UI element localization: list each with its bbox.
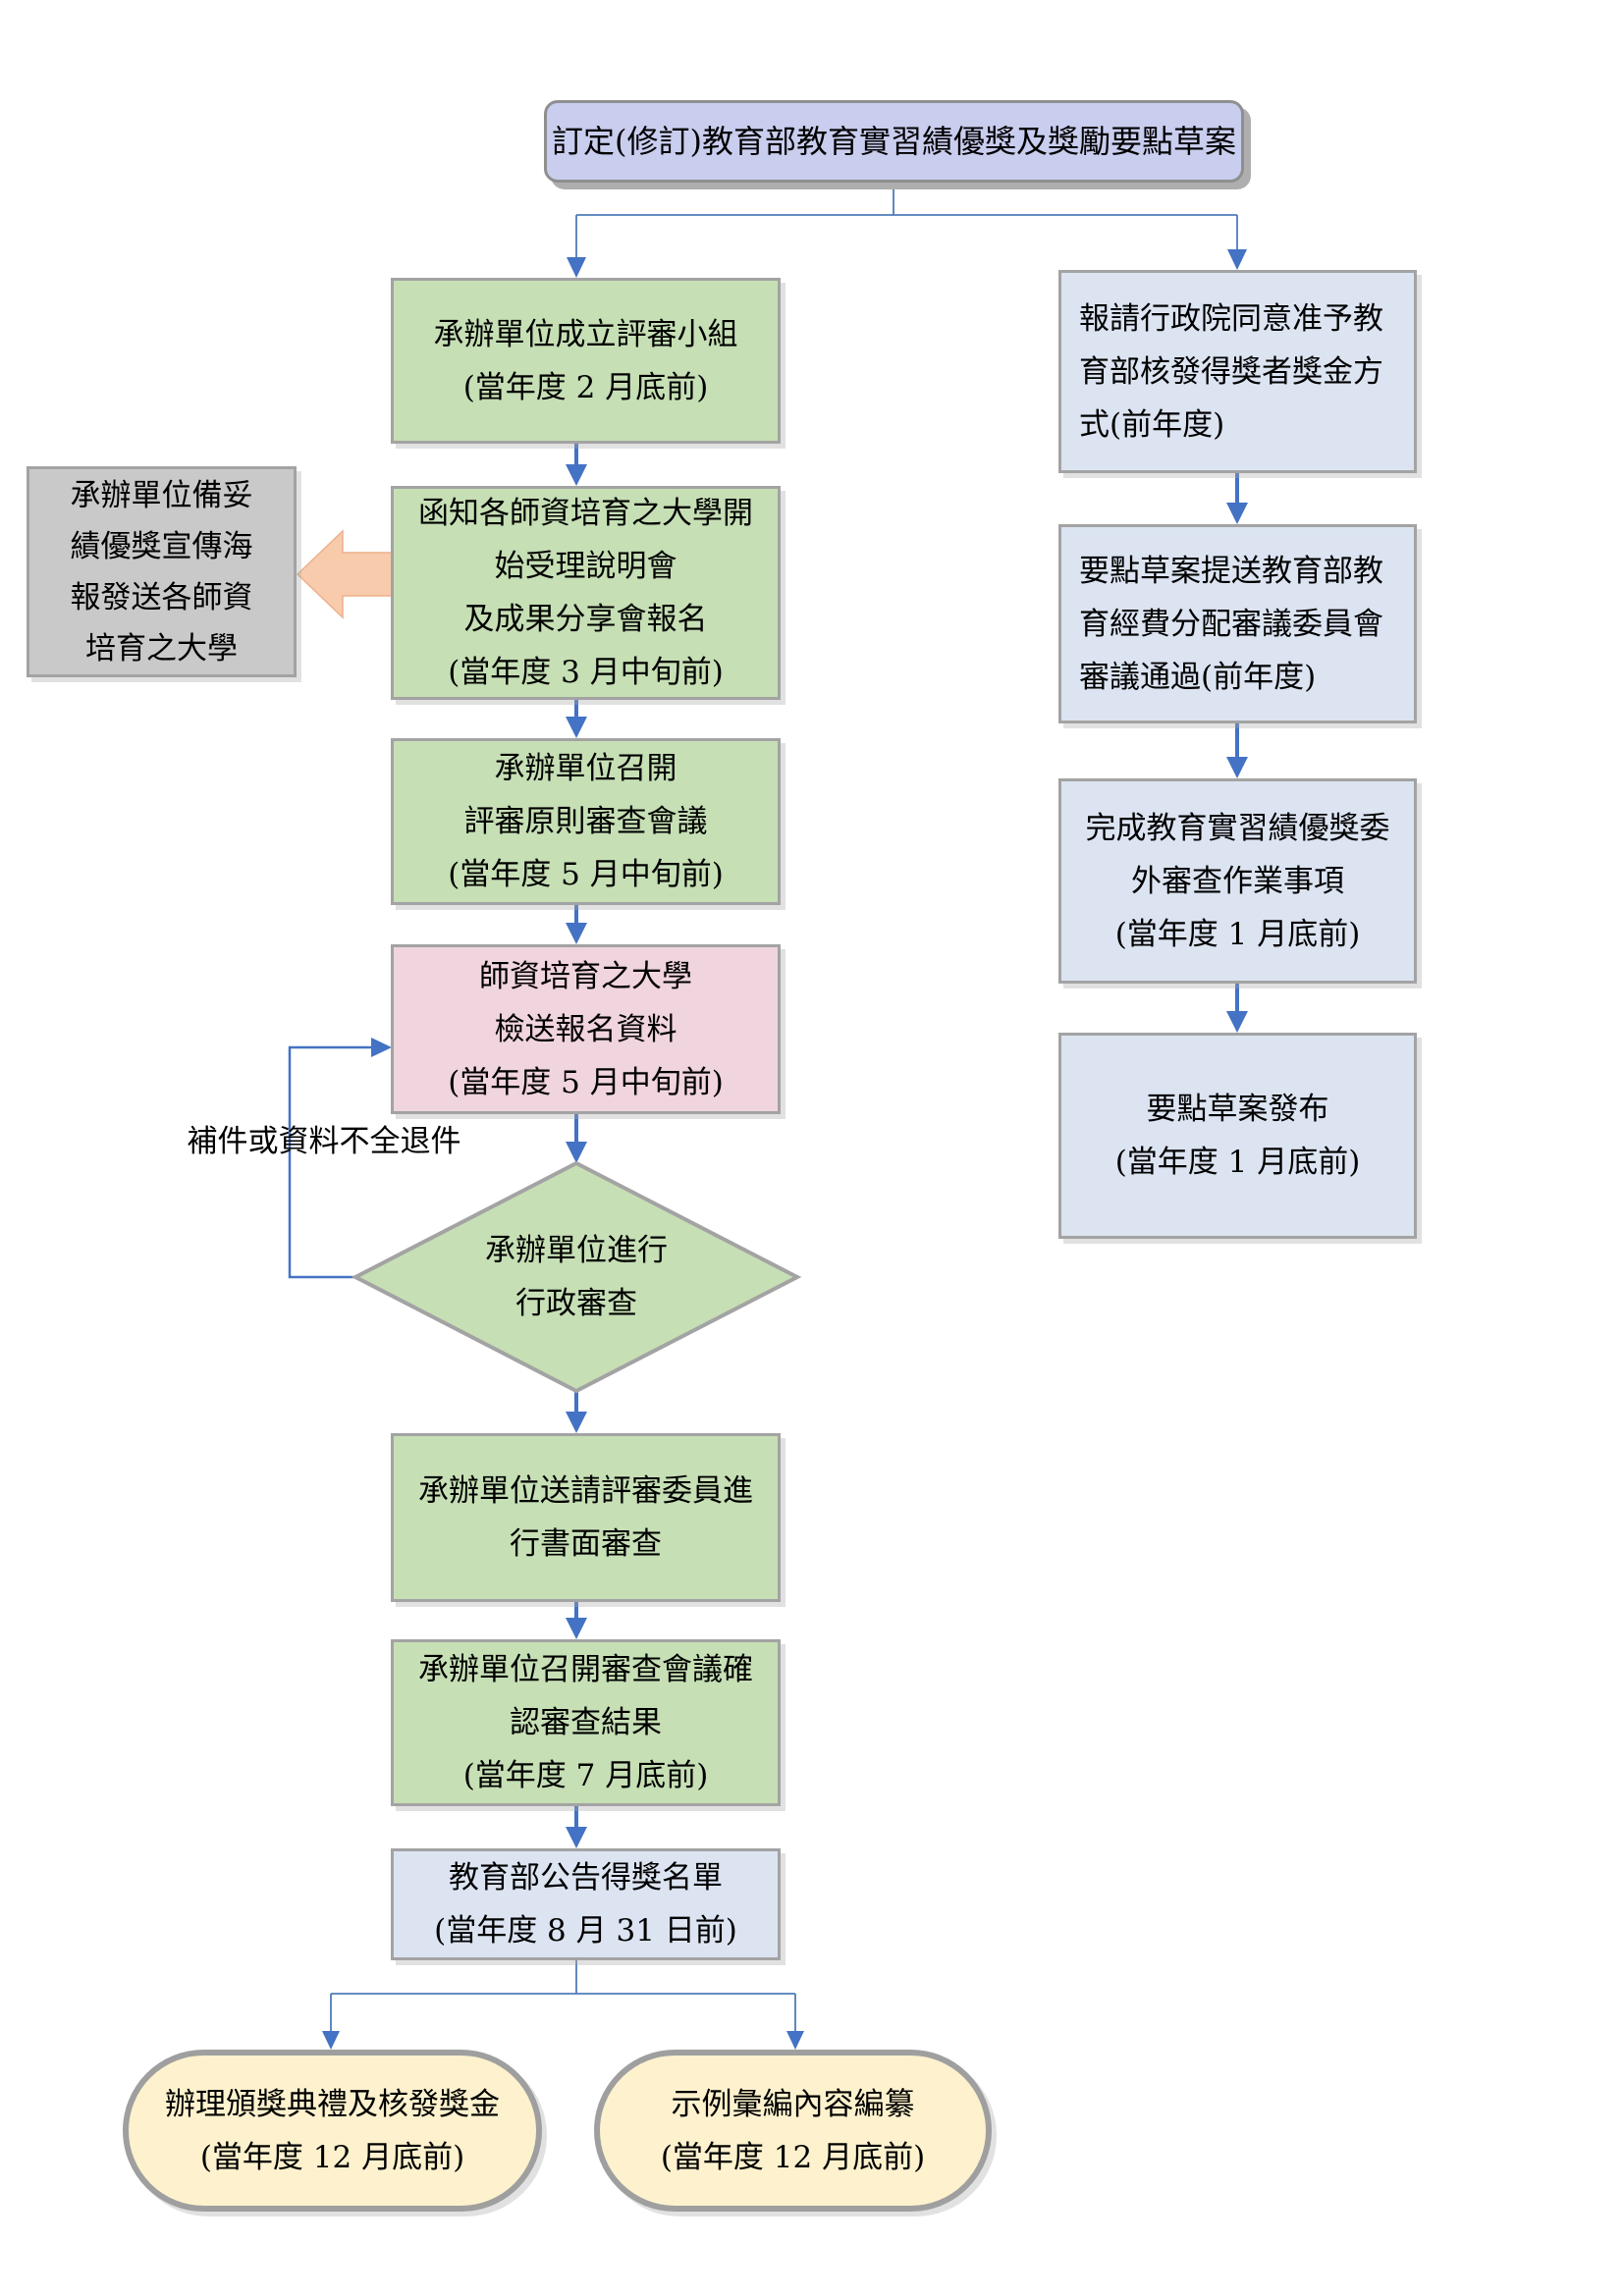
side-note-prepare-posters: 承辦單位備妥 績優獎宣傳海 報發送各師資 培育之大學 [27, 466, 297, 677]
node-universities-submit-registration: 師資培育之大學 檢送報名資料 (當年度 5 月中旬前) [391, 944, 781, 1114]
node-executive-yuan-approval-label: 報請行政院同意准予教 育部核發得獎者獎金方 式(前年度) [1079, 300, 1383, 443]
node-written-review: 承辦單位送請評審委員進 行書面審查 [391, 1433, 781, 1602]
node-announce-winners-label: 教育部公告得獎名單 (當年度 8 月 31 日前) [434, 1860, 737, 1949]
node-announce-winners: 教育部公告得獎名單 (當年度 8 月 31 日前) [391, 1848, 781, 1960]
terminal-award-ceremony-label: 辦理頒獎典禮及核發獎金 (當年度 12 月底前) [165, 2086, 500, 2175]
node-form-review-team: 承辦單位成立評審小組 (當年度 2 月底前) [391, 278, 781, 444]
terminal-compile-examples-label: 示例彙編內容編纂 (當年度 12 月底前) [660, 2086, 926, 2175]
node-review-principles-meeting: 承辦單位召開 評審原則審查會議 (當年度 5 月中旬前) [391, 738, 781, 905]
node-outsourced-review-tasks: 完成教育實習績優獎委 外審查作業事項 (當年度 1 月底前) [1058, 778, 1417, 984]
node-universities-submit-registration-label: 師資培育之大學 檢送報名資料 (當年度 5 月中旬前) [448, 958, 724, 1100]
node-form-review-team-label: 承辦單位成立評審小組 (當年度 2 月底前) [433, 316, 738, 405]
decision-administrative-review: 承辦單位進行 行政審查 [405, 1217, 748, 1337]
node-notify-universities-label: 函知各師資培育之大學開 始受理說明會 及成果分享會報名 (當年度 3 月中旬前) [418, 496, 753, 690]
node-executive-yuan-approval: 報請行政院同意准予教 育部核發得獎者獎金方 式(前年度) [1058, 270, 1417, 473]
node-confirm-review-results-label: 承辦單位召開審查會議確 認審查結果 (當年度 7 月底前) [418, 1652, 753, 1793]
node-publish-guidelines: 要點草案發布 (當年度 1 月底前) [1058, 1033, 1417, 1239]
node-budget-committee-approval-label: 要點草案提送教育部教 育經費分配審議委員會 審議通過(前年度) [1079, 553, 1383, 695]
side-note-prepare-posters-label: 承辦單位備妥 績優獎宣傳海 報發送各師資 培育之大學 [70, 477, 253, 667]
terminal-compile-examples: 示例彙編內容編纂 (當年度 12 月底前) [594, 2050, 992, 2212]
node-confirm-review-results: 承辦單位召開審查會議確 認審查結果 (當年度 7 月底前) [391, 1639, 781, 1806]
terminal-award-ceremony: 辦理頒獎典禮及核發獎金 (當年度 12 月底前) [123, 2050, 542, 2212]
node-outsourced-review-tasks-label: 完成教育實習績優獎委 外審查作業事項 (當年度 1 月底前) [1085, 810, 1390, 952]
top-split-connector [575, 183, 1238, 257]
side-note-callout-arrow [296, 529, 394, 619]
node-written-review-label: 承辦單位送請評審委員進 行書面審查 [418, 1473, 753, 1562]
reject-loop-arrowhead [371, 1038, 392, 1057]
reject-loop-label: 補件或資料不全退件 [187, 1124, 461, 1159]
node-start-draft-guidelines: 訂定(修訂)教育部教育實習績優獎及獎勵要點草案 [544, 100, 1244, 183]
decision-administrative-review-label: 承辦單位進行 行政審查 [485, 1233, 668, 1321]
bottom-split-connector [330, 1960, 796, 2033]
node-start-label: 訂定(修訂)教育部教育實習績優獎及獎勵要點草案 [552, 123, 1236, 160]
node-budget-committee-approval: 要點草案提送教育部教 育經費分配審議委員會 審議通過(前年度) [1058, 524, 1417, 723]
node-publish-guidelines-label: 要點草案發布 (當年度 1 月底前) [1114, 1092, 1361, 1180]
node-notify-universities: 函知各師資培育之大學開 始受理說明會 及成果分享會報名 (當年度 3 月中旬前) [391, 486, 781, 700]
bottom-split-arrowheads [322, 2031, 804, 2050]
node-review-principles-meeting-label: 承辦單位召開 評審原則審查會議 (當年度 5 月中旬前) [448, 751, 724, 892]
